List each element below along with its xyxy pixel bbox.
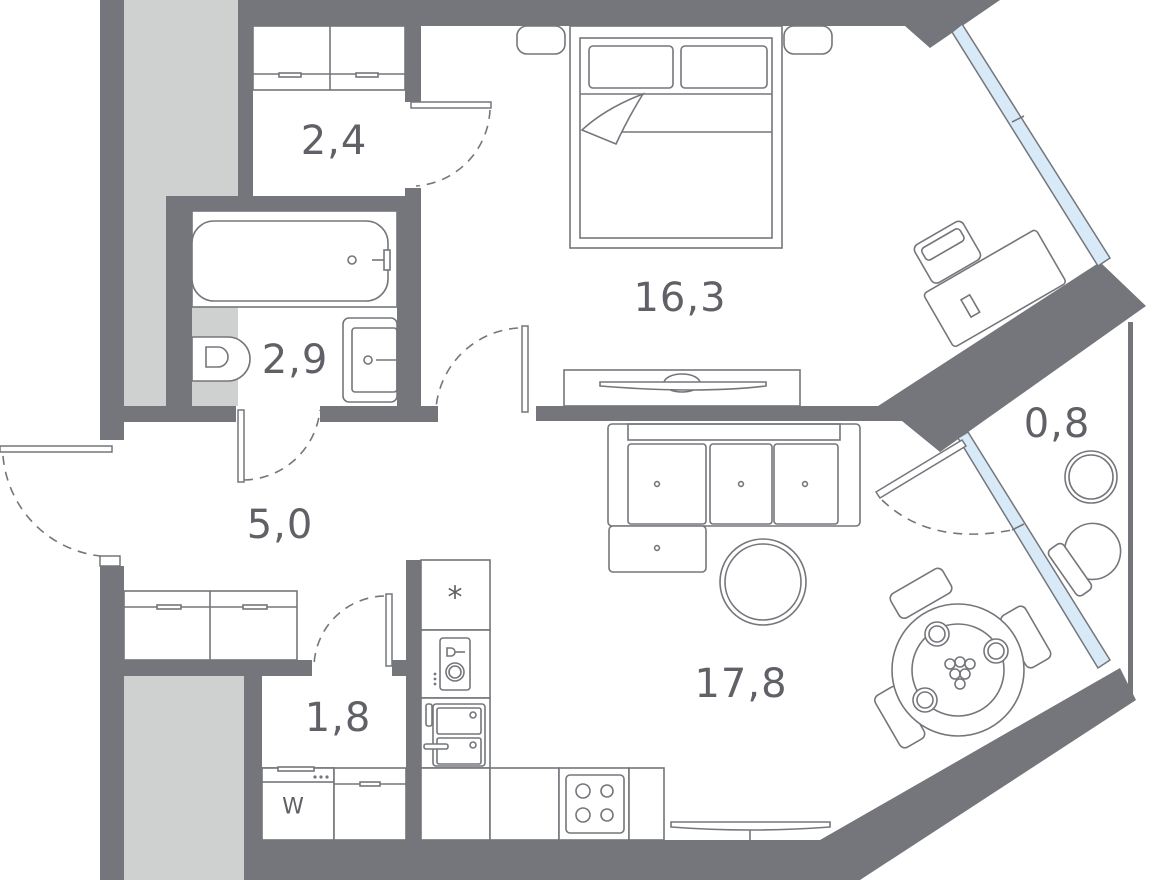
double-bed [516, 25, 833, 249]
kitchen-counter [420, 767, 665, 841]
tv-console [563, 369, 801, 407]
corner-sofa [607, 423, 861, 573]
area-label-living-kitchen: 17,8 [694, 661, 788, 707]
laundry-cabinet [333, 767, 407, 841]
sink [342, 317, 398, 403]
desk-and-chair [913, 220, 1066, 348]
washing-machine-icon: W [282, 794, 304, 820]
grapes-icon [944, 656, 976, 690]
area-label-laundry: 1,8 [304, 695, 372, 741]
dining-table-set [874, 567, 1052, 749]
area-label-bedroom: 16,3 [633, 275, 727, 321]
coffee-table [719, 538, 807, 626]
washing-machine-unit [261, 766, 335, 841]
area-label-bathroom: 2,9 [261, 337, 329, 383]
laundry-door[interactable] [313, 593, 393, 667]
living-tv [670, 821, 831, 840]
fridge-icon: * [447, 580, 463, 616]
shaft-bottom-left [124, 676, 244, 880]
balcony-side-table [1064, 450, 1118, 504]
bedroom-door[interactable] [435, 325, 529, 413]
storage-door[interactable] [410, 101, 492, 187]
bathroom-door[interactable] [237, 409, 321, 483]
windows [951, 22, 1112, 670]
bathtub [191, 210, 398, 308]
area-label-storage: 2,4 [300, 118, 368, 164]
area-label-balcony: 0,8 [1023, 401, 1091, 447]
kitchen-column [420, 559, 491, 769]
area-label-hallway: 5,0 [246, 502, 314, 548]
balcony-chair [1047, 522, 1122, 597]
walls [100, 0, 1146, 880]
toilet [191, 336, 251, 382]
balcony-door[interactable] [874, 438, 1013, 535]
hallway-wardrobe [123, 590, 298, 661]
wardrobe-storage [252, 25, 406, 91]
entrance-door[interactable] [0, 445, 121, 567]
